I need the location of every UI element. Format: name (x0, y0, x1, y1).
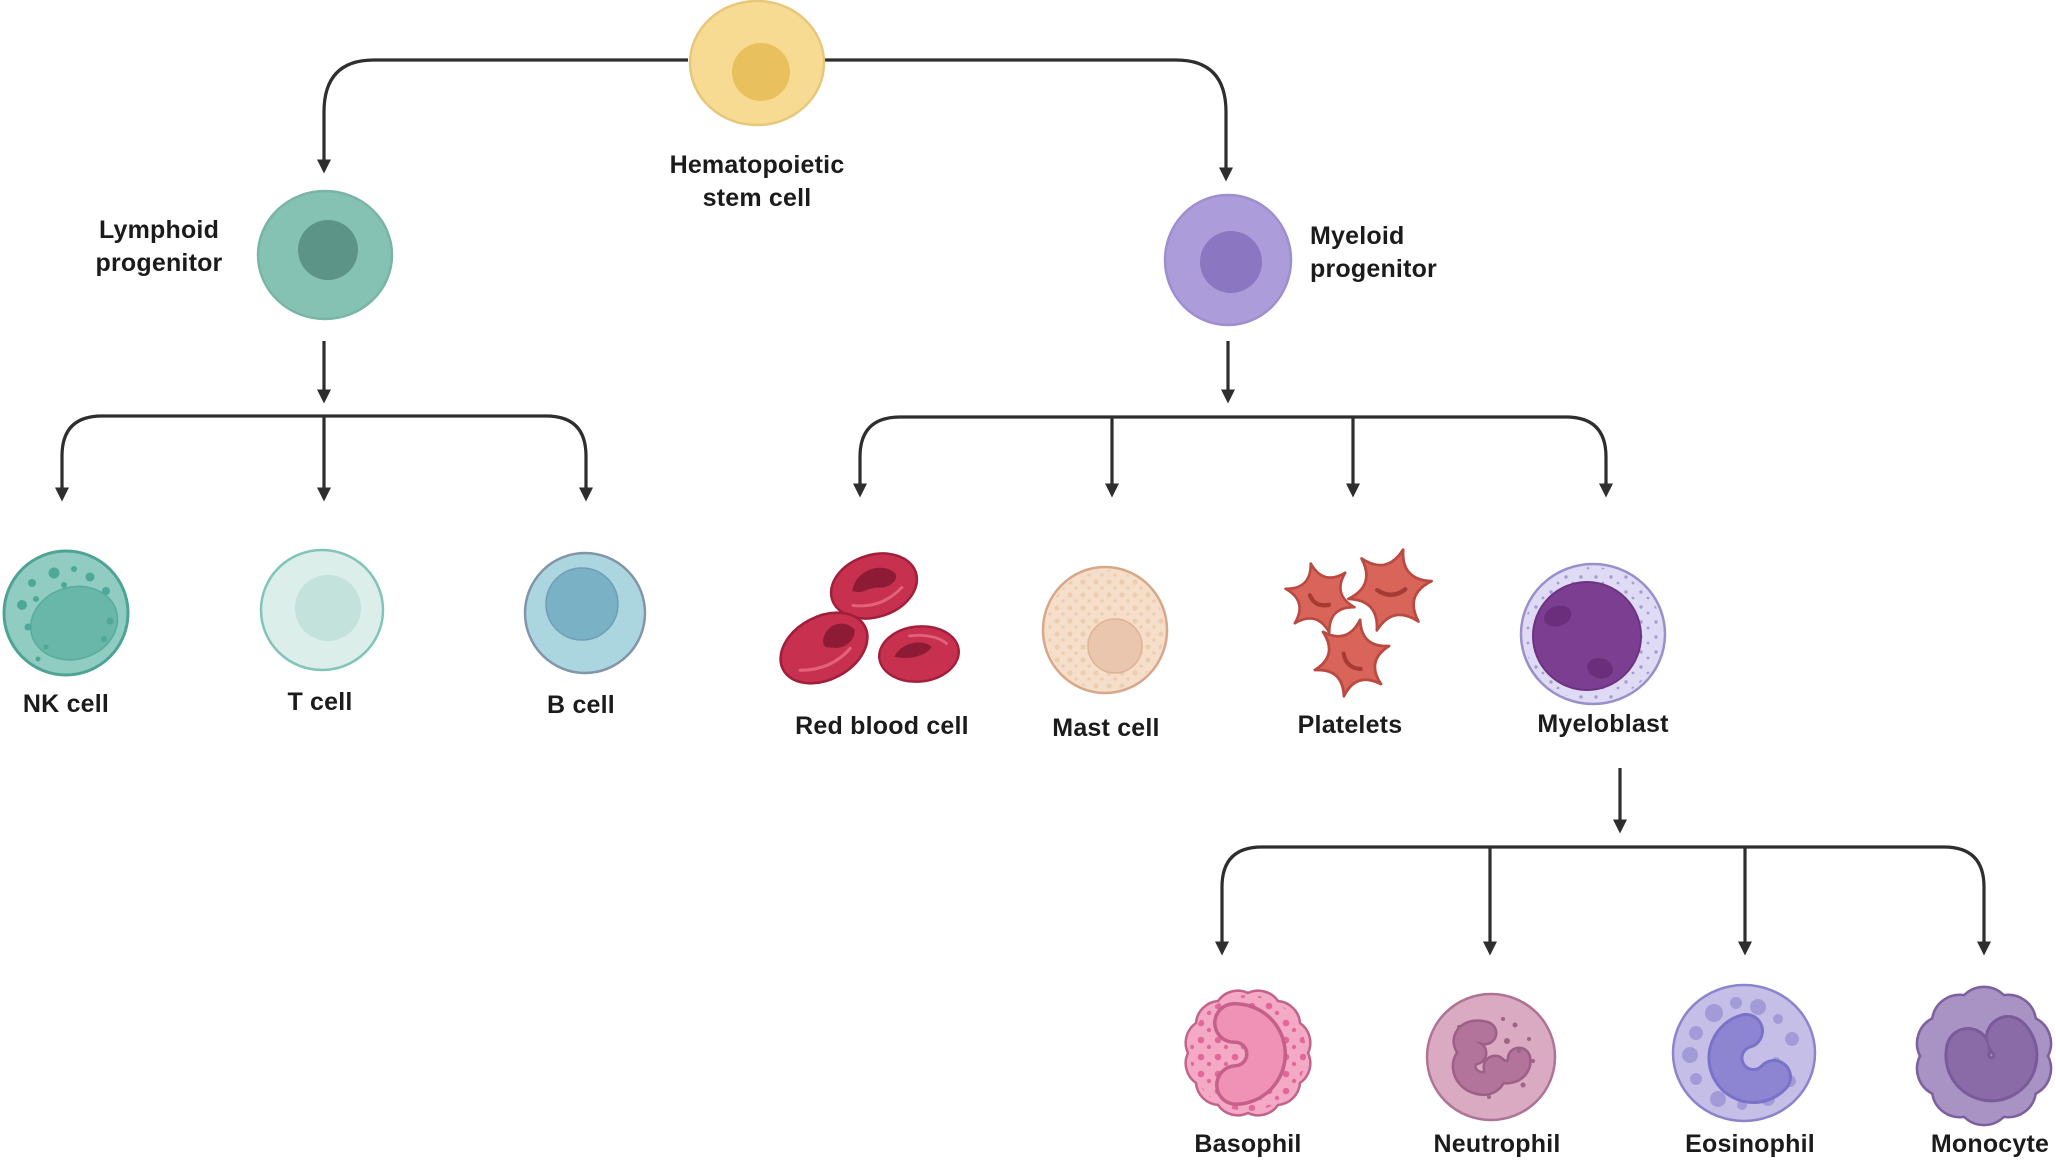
rbc-highlight (908, 633, 948, 645)
lymphoid-nucleus (298, 220, 358, 280)
myeloid-progenitor-icon (1163, 193, 1293, 327)
basophil-nucleus (1216, 1005, 1284, 1103)
myeloid-nucleus (1200, 231, 1262, 293)
platelet (1347, 548, 1433, 632)
t-nucleus (295, 575, 361, 641)
nk-nucleus (29, 585, 119, 661)
edges (55, 58, 1991, 956)
platelet-detail (1341, 651, 1363, 671)
label-myeloblast: Myeloblast (1537, 710, 1669, 738)
rbc-shadow (852, 567, 896, 593)
hsc-nucleus (732, 43, 790, 101)
eosinophil-icon (1671, 983, 1817, 1123)
myeloblast-icon (1519, 562, 1667, 706)
mast-nucleus (1087, 618, 1143, 674)
edge-hsc-lymphoid (317, 58, 688, 174)
label-red-blood-cell: Red blood cell (795, 712, 969, 740)
rbc-shadow (894, 642, 932, 658)
label-basophil: Basophil (1194, 1130, 1302, 1158)
label-platelets: Platelets (1297, 711, 1403, 739)
platelet-detail (1375, 587, 1408, 597)
platelet (1284, 562, 1356, 634)
platelet-detail (1307, 593, 1332, 608)
label-monocyte: Monocyte (1930, 1130, 2050, 1158)
label-eosinophil: Eosinophil (1685, 1130, 1815, 1158)
b-cell-icon (523, 551, 647, 675)
label-myeloid-progenitor: Myeloid progenitor (1310, 222, 1437, 283)
rbc-highlight (798, 646, 852, 672)
myeloblast-nucleolus (1544, 605, 1572, 627)
platelets-icon (1284, 548, 1433, 698)
platelet (1313, 618, 1391, 698)
rbc-shadow (822, 623, 855, 648)
myeloid-rail (858, 415, 1608, 494)
t-cell-icon (259, 548, 385, 672)
neutrophil-icon (1425, 992, 1557, 1122)
b-nucleus (545, 567, 619, 641)
nk-granules (17, 566, 114, 662)
rbc-highlight (851, 585, 904, 608)
lymphoid-progenitor-icon (256, 189, 394, 321)
myeloblast-nucleolus (1587, 658, 1613, 679)
myeloblast-nucleus (1532, 581, 1642, 691)
red-blood-cell-icon (779, 552, 960, 685)
label-mast-cell: Mast cell (1052, 714, 1160, 742)
monocyte-icon (1915, 985, 2053, 1127)
nk-cell-icon (2, 549, 130, 677)
label-hematopoietic-stem-cell: Hematopoietic stem cell (669, 151, 845, 212)
mast-cell-icon (1041, 565, 1169, 695)
label-t-cell: T cell (287, 688, 353, 716)
myeloblast-rail (1220, 845, 1986, 952)
label-nk-cell: NK cell (22, 690, 110, 718)
label-b-cell: B cell (547, 691, 615, 719)
eosinophil-nucleus (1710, 1016, 1789, 1101)
edge-hsc-myeloid (824, 58, 1233, 182)
monocyte-nucleus (1947, 1018, 2036, 1100)
basophil-icon (1184, 989, 1312, 1117)
label-lymphoid-progenitor: Lymphoid progenitor (95, 216, 223, 277)
label-neutrophil: Neutrophil (1433, 1130, 1561, 1158)
hematopoietic-stem-cell-icon (688, 0, 826, 127)
neutrophil-nucleus (1454, 1021, 1530, 1094)
neutrophil-specks (1457, 1017, 1535, 1099)
